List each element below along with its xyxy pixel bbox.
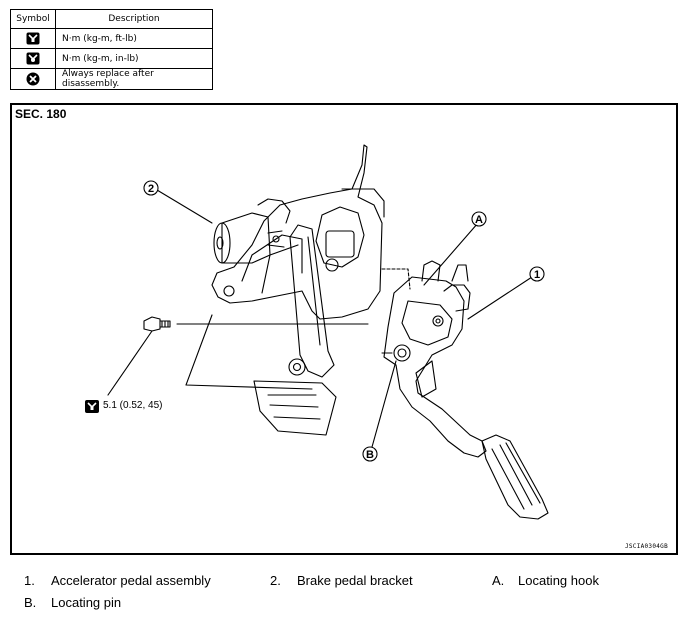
callout-circle-2 xyxy=(143,180,159,196)
torque-wrench-icon xyxy=(26,32,40,45)
accelerator-pedal-assembly xyxy=(381,260,549,520)
leader-line-bolt xyxy=(107,330,153,396)
legend-row-text: Always replace after disassembly. xyxy=(55,68,213,90)
bolt xyxy=(143,316,369,332)
caption-id: 2. xyxy=(270,573,281,588)
leader-line-a xyxy=(423,222,479,286)
leader-line-b xyxy=(371,360,397,448)
caption-text: Locating hook xyxy=(518,573,599,588)
callout-a: A xyxy=(475,214,483,226)
replace-x-icon xyxy=(26,72,40,86)
leader-line-1 xyxy=(467,276,533,320)
figure-code: JSCIA0304GB xyxy=(624,543,668,550)
legend-header-row: Symbol Description xyxy=(10,9,213,29)
torque-wrench-icon xyxy=(85,400,99,413)
pedal-diagram-frame: SEC. 180 xyxy=(10,103,678,555)
section-label: SEC. 180 xyxy=(15,107,67,121)
legend-row: N·m (kg-m, in-lb) xyxy=(10,48,213,69)
caption-text: Brake pedal bracket xyxy=(297,573,413,588)
brake-pedal-bracket xyxy=(185,144,385,436)
caption-text: Accelerator pedal assembly xyxy=(51,573,211,588)
legend-row: Always replace after disassembly. xyxy=(10,68,213,90)
torque-wrench-small-icon xyxy=(26,52,40,65)
callout-circle-b xyxy=(362,446,378,462)
callout-circle-1 xyxy=(529,266,545,282)
callout-2: 2 xyxy=(148,183,154,195)
caption-id: A. xyxy=(492,573,505,588)
pedal-assembly-drawing: 2 1 A B xyxy=(85,144,549,520)
symbol-legend-table: Symbol Description N·m (kg-m, ft-lb) N·m… xyxy=(10,9,213,90)
caption-id: 1. xyxy=(24,573,35,588)
caption-id: B. xyxy=(24,595,37,610)
caption-text: Locating pin xyxy=(51,595,122,610)
callout-1: 1 xyxy=(534,269,540,281)
leader-line-2 xyxy=(156,189,213,224)
callout-circle-a xyxy=(471,211,487,227)
callout-b: B xyxy=(366,449,374,461)
bolt-torque-value: 5.1 (0.52, 45) xyxy=(103,400,163,411)
